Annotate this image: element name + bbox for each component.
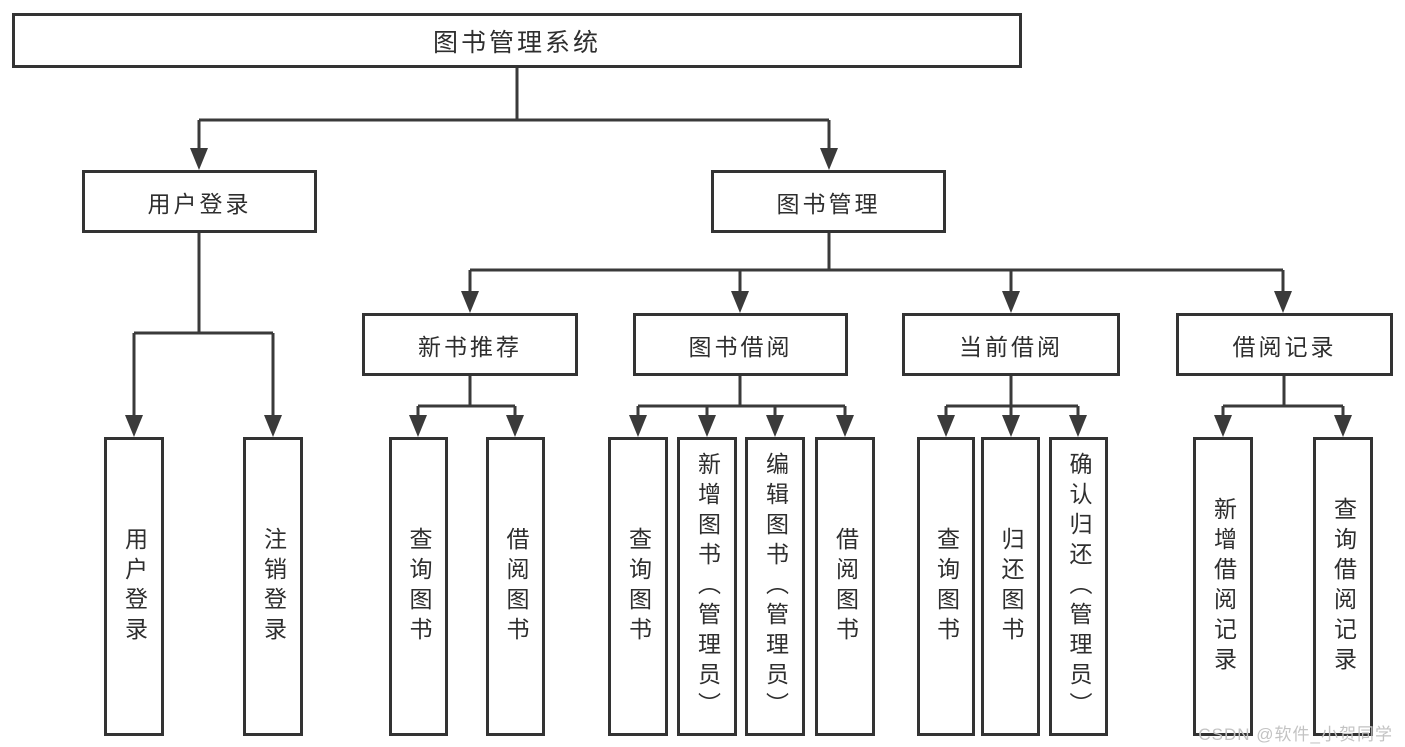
connector-new-book-to-leaves (409, 376, 524, 437)
leaf-current-confirm-return-admin: 确认归还（管理员） (1049, 437, 1108, 736)
leaf-borrowing-edit-books-admin-label: 编辑图书（管理员） (762, 451, 789, 722)
node-root: 图书管理系统 (12, 13, 1022, 68)
connector-borrowing-records-to-leaves (1214, 376, 1352, 437)
leaf-current-return-books-label: 归还图书 (998, 526, 1024, 647)
node-new-book-recommendation-label: 新书推荐 (418, 333, 522, 360)
node-current-borrowing-label: 当前借阅 (959, 333, 1063, 360)
leaf-borrowing-borrow-books: 借阅图书 (815, 437, 875, 736)
connector-book-management-to-level3 (461, 233, 1292, 313)
node-user-login: 用户登录 (82, 170, 317, 233)
leaf-newbook-borrow-books-label: 借阅图书 (503, 526, 529, 647)
connector-book-borrowing-to-leaves (629, 376, 854, 437)
node-book-borrowing: 图书借阅 (633, 313, 848, 376)
leaf-records-add-record-label: 新增借阅记录 (1210, 496, 1237, 677)
node-new-book-recommendation: 新书推荐 (362, 313, 578, 376)
leaf-logout-label: 注销登录 (260, 526, 287, 647)
node-user-login-label: 用户登录 (147, 190, 252, 217)
leaf-records-query-record-label: 查询借阅记录 (1330, 496, 1357, 677)
leaf-newbook-query-books-label: 查询图书 (406, 526, 432, 647)
leaf-user-login: 用户登录 (104, 437, 164, 736)
node-book-management-label: 图书管理 (776, 190, 881, 217)
connector-current-borrowing-to-leaves (937, 376, 1087, 437)
leaf-current-query-books-label: 查询图书 (933, 526, 960, 647)
node-book-management: 图书管理 (711, 170, 946, 233)
watermark-text: CSDN @软件_小贺同学 (1198, 725, 1393, 744)
node-current-borrowing: 当前借阅 (902, 313, 1120, 376)
node-borrowing-records-label: 借阅记录 (1232, 333, 1337, 360)
leaf-borrowing-query-books: 查询图书 (608, 437, 668, 736)
leaf-borrowing-edit-books-admin: 编辑图书（管理员） (745, 437, 805, 736)
leaf-newbook-borrow-books: 借阅图书 (486, 437, 545, 736)
leaf-borrowing-borrow-books-label: 借阅图书 (832, 526, 859, 647)
connector-root-to-level2 (190, 68, 838, 170)
leaf-current-query-books: 查询图书 (917, 437, 975, 736)
leaf-current-return-books: 归还图书 (981, 437, 1040, 736)
leaf-current-confirm-return-admin-label: 确认归还（管理员） (1066, 451, 1092, 722)
leaf-borrowing-add-books-admin: 新增图书（管理员） (677, 437, 737, 736)
leaf-newbook-query-books: 查询图书 (389, 437, 448, 736)
node-root-label: 图书管理系统 (432, 28, 601, 57)
node-book-borrowing-label: 图书借阅 (688, 333, 793, 360)
leaf-logout: 注销登录 (243, 437, 303, 736)
leaf-records-add-record: 新增借阅记录 (1193, 437, 1253, 736)
node-borrowing-records: 借阅记录 (1176, 313, 1393, 376)
leaf-records-query-record: 查询借阅记录 (1313, 437, 1373, 736)
connector-user-login-to-leaves (125, 233, 282, 437)
leaf-user-login-label: 用户登录 (121, 526, 148, 647)
leaf-borrowing-query-books-label: 查询图书 (625, 526, 652, 647)
leaf-borrowing-add-books-admin-label: 新增图书（管理员） (694, 451, 721, 722)
